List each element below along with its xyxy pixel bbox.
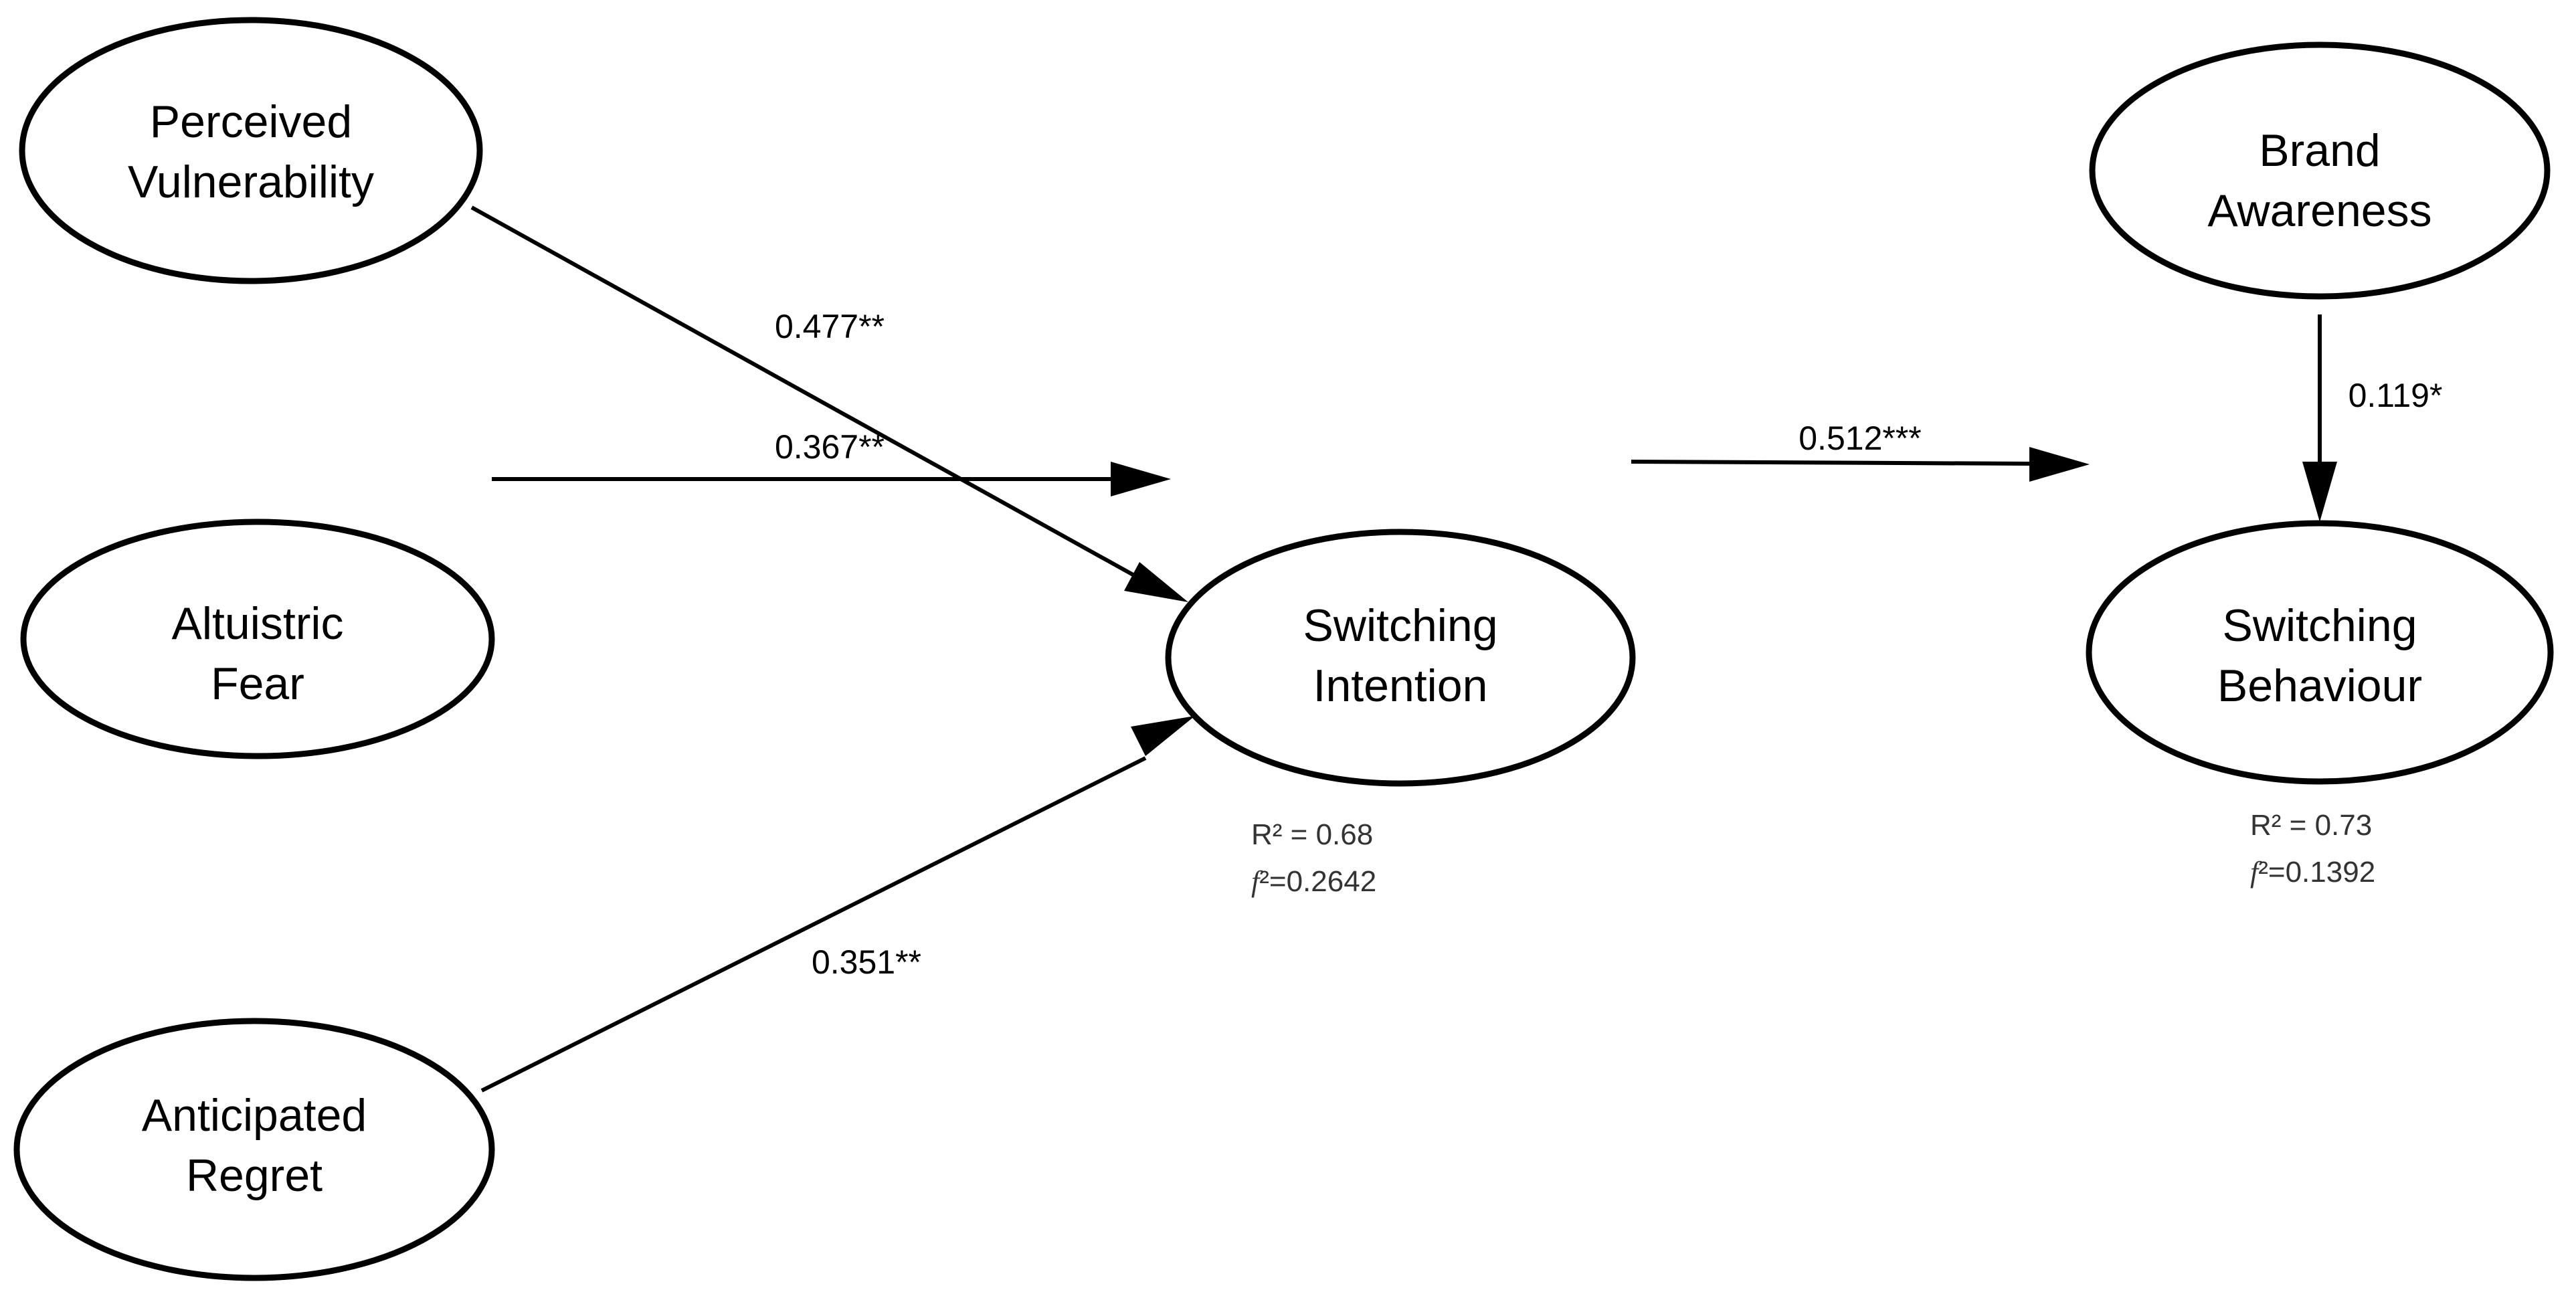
node-perceived-vulnerability-label-line1: Perceived: [150, 96, 352, 147]
coefficient-ar-to-si: 0.351**: [812, 943, 921, 981]
node-brand-awareness-ellipse: [2089, 41, 2551, 300]
node-switching-intention: Switching Intention: [1165, 529, 1636, 787]
node-switching-behaviour: Switching Behaviour: [2086, 520, 2554, 785]
node-altruistic-fear-ellipse: [20, 519, 495, 759]
node-altruistic-fear: Altuistric Fear: [20, 519, 495, 759]
node-perceived-vulnerability-label-line2: Vulnerability: [128, 157, 374, 207]
node-anticipated-regret-ellipse: [13, 1018, 495, 1281]
node-brand-awareness-label-line2: Awareness: [2207, 185, 2431, 236]
stat-switching-intention-r2: R² = 0.68: [1251, 818, 1373, 851]
coefficient-pv-to-si: 0.477**: [775, 308, 885, 345]
node-perceived-vulnerability-ellipse: [19, 17, 483, 284]
path-si-to-sb-line: [1631, 460, 2030, 466]
stat-switching-behaviour-r2: R² = 0.73: [2250, 809, 2372, 842]
node-perceived-vulnerability: Perceived Vulnerability: [19, 17, 483, 284]
node-brand-awareness-label-line1: Brand: [2259, 125, 2380, 176]
path-si-to-sb-arrowhead: [2029, 447, 2090, 482]
path-ar-to-si-line: [480, 756, 1147, 1093]
node-switching-behaviour-ellipse: [2086, 520, 2554, 785]
stat-switching-behaviour-r2-symbol: R²: [2250, 809, 2281, 842]
coefficient-af-to-si: 0.367**: [775, 428, 885, 466]
path-pv-to-si-line: [470, 205, 1143, 581]
node-switching-behaviour-label-line1: Switching: [2222, 600, 2417, 651]
stat-switching-behaviour-f2-value: ²=0.1392: [2258, 856, 2375, 889]
node-anticipated-regret-label-line1: Anticipated: [142, 1090, 367, 1141]
stat-switching-intention-r2-value: = 0.68: [1282, 818, 1373, 851]
path-ba-to-sb-arrowhead: [2302, 462, 2337, 522]
node-switching-intention-label-line2: Intention: [1313, 660, 1488, 711]
node-switching-intention-ellipse: [1165, 529, 1636, 787]
stat-switching-intention-r2-symbol: R²: [1251, 818, 1282, 851]
node-altruistic-fear-label-line1: Altuistric: [172, 598, 344, 649]
node-anticipated-regret: Anticipated Regret: [13, 1018, 495, 1281]
coefficient-si-to-sb: 0.512***: [1799, 420, 1922, 457]
node-anticipated-regret-label-line2: Regret: [186, 1150, 323, 1201]
node-switching-intention-label-line1: Switching: [1303, 600, 1497, 651]
stat-switching-behaviour-r2-value: = 0.73: [2281, 809, 2372, 842]
node-switching-behaviour-label-line2: Behaviour: [2217, 660, 2422, 711]
path-ar-to-si-arrowhead: [1131, 716, 1195, 756]
node-altruistic-fear-label-line2: Fear: [211, 658, 304, 709]
stat-switching-intention-f2: f²=0.2642: [1251, 865, 1376, 898]
stat-switching-intention-f2-value: ²=0.2642: [1259, 865, 1376, 898]
path-af-to-si-arrowhead: [1111, 462, 1171, 496]
coefficient-ba-to-sb: 0.119*: [2349, 377, 2443, 414]
node-brand-awareness: Brand Awareness: [2089, 41, 2551, 300]
path-pv-to-si-arrowhead: [1124, 562, 1188, 602]
stat-switching-behaviour-f2: f²=0.1392: [2250, 856, 2375, 889]
